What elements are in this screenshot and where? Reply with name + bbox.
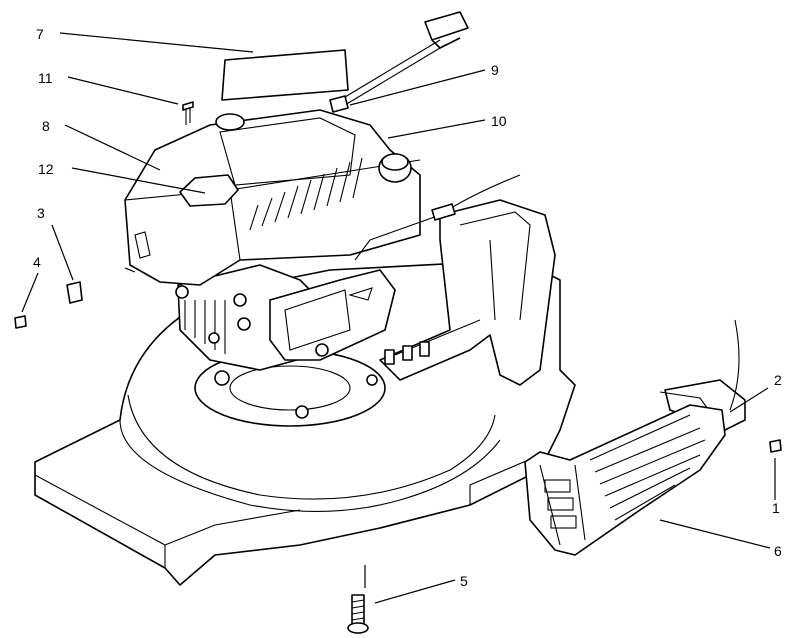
callout-6: 6: [774, 543, 782, 559]
leader-6: [659, 519, 771, 549]
leader-4: [21, 272, 39, 313]
decal-plate-7: [221, 49, 349, 101]
screw-4: [14, 315, 27, 329]
bracket-2: [659, 319, 746, 431]
callout-1: 1: [772, 500, 780, 516]
leader-12: [71, 167, 206, 194]
decal-12: [179, 174, 239, 207]
leader-5: [374, 579, 456, 604]
dipstick-9: [329, 11, 469, 113]
bracket-3: [66, 281, 83, 304]
leader-7: [59, 32, 254, 53]
leader-10: [387, 119, 486, 139]
engine-block: [175, 264, 396, 371]
callout-11: 11: [38, 70, 53, 86]
callout-8: 8: [42, 118, 50, 134]
callout-9: 9: [491, 62, 499, 78]
leader-12b: [124, 267, 136, 273]
callout-2: 2: [774, 372, 782, 388]
bolt-5: [347, 594, 369, 634]
callout-numbers: 7 11 8 12 3 4 9 10 2 1 6 5: [33, 26, 782, 589]
cable-clamp: [431, 203, 456, 221]
rear-chute-housing: [379, 199, 556, 386]
leader-9: [349, 69, 486, 106]
leader-8: [64, 124, 161, 171]
callout-4: 4: [33, 254, 41, 270]
leader-3: [51, 224, 74, 281]
callout-3: 3: [37, 205, 45, 221]
rear-guard-6: [524, 404, 726, 556]
screw-11: [182, 101, 194, 125]
leader-11: [67, 76, 179, 105]
callout-10: 10: [491, 113, 507, 129]
callout-5: 5: [460, 573, 468, 589]
leader-lines: [21, 32, 776, 604]
screw-1: [769, 439, 782, 453]
callout-12: 12: [38, 161, 54, 177]
engine-shroud: [124, 109, 421, 286]
leader-2: [729, 387, 769, 413]
callout-7: 7: [36, 26, 44, 42]
